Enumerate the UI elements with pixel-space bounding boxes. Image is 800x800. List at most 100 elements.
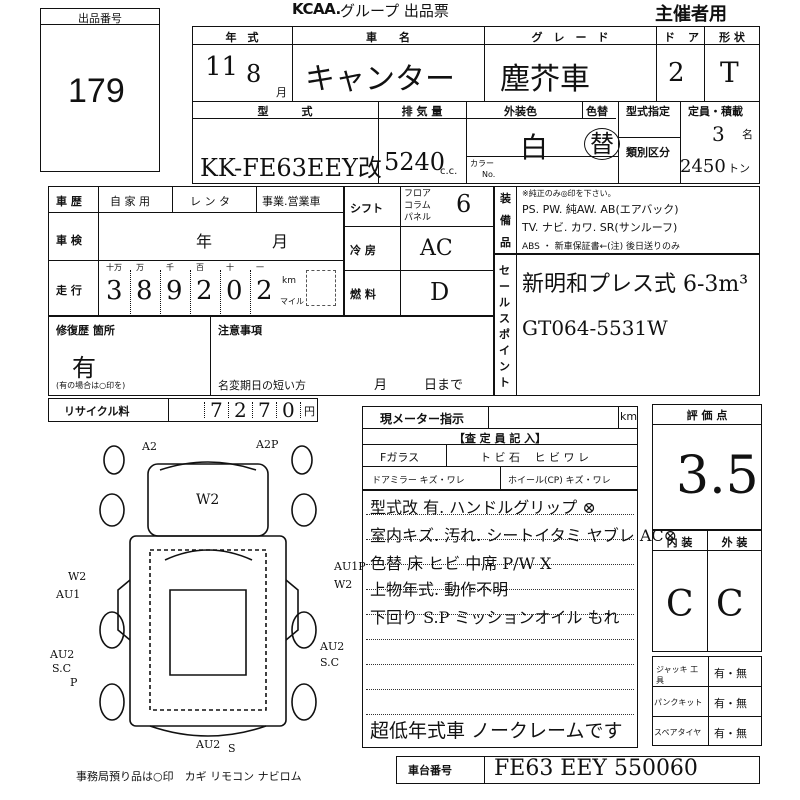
spare-label: スペアタイヤ — [654, 728, 702, 737]
mileage-unit-label: 万 — [136, 263, 144, 272]
features-grid — [494, 186, 760, 254]
interior-label: 内 装 — [666, 536, 693, 549]
class-label: 類別区分 — [626, 146, 670, 159]
sales-point-label-char: セ — [499, 264, 510, 277]
capacity-unit: 名 — [742, 128, 753, 141]
recycle-digit: 7 — [210, 398, 223, 422]
features-note: ※純正のみ◎印を下さい。 — [522, 189, 616, 198]
inspection-year: 年 — [196, 232, 213, 251]
mileage-digit: 9 — [166, 276, 183, 306]
inspection-note-line: 下回り S.P ミッションオイル もれ — [370, 608, 620, 627]
interior-value: C — [666, 584, 694, 625]
color-value: 白 — [520, 131, 549, 164]
vehicle-damage-diagram — [99, 445, 317, 737]
model-label: 型 式 — [257, 105, 313, 118]
features-row-3: ABS ・ 新車保証書←(注) 後日送りのみ — [522, 242, 681, 252]
puncture-label: パンクキット — [654, 698, 703, 707]
chassis-value: FE63 EEY 550060 — [494, 756, 698, 781]
fuel-label: 燃 料 — [350, 288, 376, 301]
month-unit: 月 — [276, 86, 287, 99]
spare-option: 有・無 — [714, 727, 747, 740]
score-box — [652, 404, 762, 530]
recycle-unit: 円 — [304, 405, 315, 418]
sales-point-label-char: ン — [499, 360, 510, 373]
color-code-no-label: No. — [482, 170, 496, 179]
recycle-box — [48, 398, 318, 422]
sales-point-label-char: ト — [499, 376, 510, 389]
displacement-label: 排 気 量 — [401, 105, 443, 118]
inspection-note-line: 超低年式車 ノークレームです — [370, 720, 623, 742]
vehicle-info-grid — [192, 26, 760, 184]
sales-point-label-char: ス — [499, 312, 510, 325]
mark-au2-right: AU2 — [320, 640, 345, 653]
history-grid — [48, 186, 344, 316]
wheel-label: ホイール(CP) キズ・ワレ — [508, 476, 611, 486]
load-value: 2450 — [680, 156, 726, 177]
sales-point-label-char: イ — [499, 344, 510, 357]
mileage-unit-label: 百 — [196, 263, 204, 272]
sales-line-1: 新明和プレス式 6-3m³ — [522, 272, 749, 297]
capacity-value: 3 — [712, 122, 725, 146]
mark-w2-front: W2 — [196, 492, 220, 508]
mark-au2-left: AU2 — [50, 648, 75, 661]
mark-w2-right: W2 — [334, 578, 353, 591]
mark-a2: A2 — [142, 440, 157, 453]
mileage-unit-label: 十 — [226, 263, 234, 272]
shift-floor: フロア — [404, 189, 432, 199]
mark-sc-left: S.C — [52, 662, 72, 675]
displacement-value: 5240 — [384, 148, 446, 176]
sales-point-label-char: ル — [499, 296, 510, 309]
sales-line-2: GT064-5531W — [522, 316, 668, 340]
color-change-label: 色替 — [586, 105, 608, 118]
year-value: 11 — [205, 52, 239, 82]
exterior-label: 外 装 — [721, 536, 748, 549]
history-rental: レ ン タ — [190, 195, 230, 208]
sales-point-label-char: ポ — [499, 328, 510, 341]
car-name-label: 車 名 — [366, 31, 410, 44]
tools-box — [652, 656, 762, 746]
repair-box — [48, 316, 494, 396]
history-label: 車 歴 — [56, 195, 82, 208]
transfer-day: 日まで — [424, 378, 464, 393]
lot-number-value: 179 — [68, 72, 125, 110]
mileage-unit-label: 十万 — [106, 263, 122, 272]
capacity-label: 定員・積載 — [688, 105, 743, 118]
model-value: KK-FE63EEY改 — [200, 154, 382, 182]
meter-label: 現メーター指示 — [380, 412, 465, 426]
fuel-value: D — [430, 278, 450, 306]
mileage-digit: 2 — [196, 276, 213, 306]
inspection-month: 月 — [272, 232, 289, 251]
mileage-unit-label: 千 — [166, 263, 174, 272]
repair-label: 修復歴 箇所 — [56, 324, 115, 337]
puncture-option: 有・無 — [714, 697, 747, 710]
inspection-note-line: 室内キズ. 汚れ. シートイタミ ヤブレ AC⊗ — [370, 526, 678, 545]
year-label: 年 式 — [225, 31, 259, 44]
km-label: km — [282, 276, 296, 286]
history-commercial: 事業.営業車 — [262, 195, 321, 208]
notes-label: 注意事項 — [218, 324, 262, 337]
mark-a2p: A2P — [256, 438, 279, 451]
lot-number-box — [40, 8, 160, 172]
grade-value: 塵芥車 — [500, 62, 590, 97]
mileage-stamp-box — [306, 270, 336, 306]
grade-label: グ レ ー ド — [531, 31, 609, 44]
mileage-digit: 0 — [226, 276, 243, 306]
ac-value: AC — [420, 236, 453, 261]
mileage-label: 走 行 — [56, 284, 82, 297]
transfer-month: 月 — [374, 378, 388, 393]
jack-option: 有・無 — [714, 667, 747, 680]
transfer-label: 名変期日の短い方 — [218, 379, 306, 392]
displacement-unit: c.c. — [440, 166, 458, 177]
mark-sc-right: S.C — [320, 656, 340, 669]
shift-panel: パネル — [404, 213, 432, 223]
mark-au1p: AU1P — [334, 560, 366, 573]
equipment-grid — [344, 186, 494, 316]
organizer-label: 主催者用 — [655, 4, 727, 25]
shift-column: コラム — [404, 201, 431, 211]
history-private: 自 家 用 — [110, 195, 150, 208]
form-title: グループ 出品票 — [340, 2, 449, 20]
inspector-label: 【査 定 員 記 入】 — [453, 432, 547, 445]
inspection-note-line: 色替 床 ヒビ 中席 P/W X — [370, 554, 552, 573]
meter-unit: km — [620, 410, 638, 423]
brand-logo: KCAA. — [292, 0, 341, 18]
